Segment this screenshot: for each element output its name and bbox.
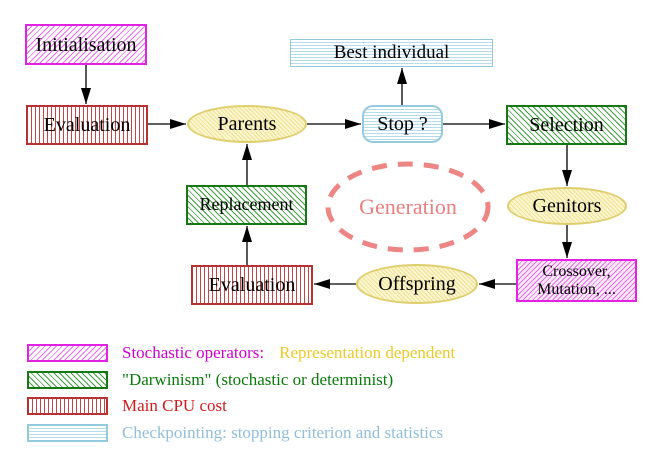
legend-row-stochastic: Stochastic operators: Representation dep… <box>27 343 456 362</box>
node-initialisation: Initialisation <box>25 24 147 65</box>
node-evaluation-bottom-label: Evaluation <box>208 274 296 296</box>
node-genitors-label: Genitors <box>532 195 602 217</box>
legend-swatch-red-stripes <box>27 397 108 415</box>
node-stop: Stop ? <box>362 105 443 143</box>
node-crossover-line2: Mutation, ... <box>537 280 616 298</box>
legend: Stochastic operators: Representation dep… <box>27 343 456 450</box>
legend-row-checkpointing: Checkpointing: stopping criterion and st… <box>27 422 455 442</box>
legend-label-representation-dependent: Representation dependent <box>279 343 456 362</box>
node-stop-label: Stop ? <box>377 113 428 135</box>
node-parents-label: Parents <box>217 113 277 135</box>
node-replacement: Replacement <box>186 185 307 225</box>
node-replacement-label: Replacement <box>199 194 294 215</box>
node-offspring: Offspring <box>356 264 478 304</box>
node-evaluation-bottom: Evaluation <box>191 265 313 305</box>
generation-cycle-label: Generation <box>359 194 457 219</box>
legend-label-checkpointing: Checkpointing: stopping criterion and st… <box>122 422 444 442</box>
legend-swatch-cyan-stripes <box>27 423 108 442</box>
node-initialisation-label: Initialisation <box>35 33 137 56</box>
node-best-individual: Best individual <box>290 39 493 67</box>
legend-row-cpu-cost: Main CPU cost <box>27 396 455 415</box>
node-evaluation-top: Evaluation <box>26 105 148 145</box>
node-crossover-mutation: Crossover, Mutation, ... <box>516 259 637 302</box>
legend-label-cpu-cost: Main CPU cost <box>122 396 227 415</box>
node-crossover-line1: Crossover, <box>542 262 611 280</box>
node-selection-label: Selection <box>529 114 604 136</box>
legend-label-darwinism: "Darwinism" (stochastic or determinist) <box>122 369 394 389</box>
node-best-individual-label: Best individual <box>333 41 450 63</box>
node-evaluation-top-label: Evaluation <box>43 114 131 136</box>
node-selection: Selection <box>506 105 627 145</box>
node-genitors: Genitors <box>507 187 627 225</box>
legend-swatch-green-hatch <box>27 370 108 389</box>
node-parents: Parents <box>187 105 307 143</box>
legend-swatch-magenta-hatch <box>27 344 108 362</box>
legend-row-darwinism: "Darwinism" (stochastic or determinist) <box>27 369 455 389</box>
node-offspring-label: Offspring <box>378 273 456 295</box>
legend-label-stochastic-operators: Stochastic operators: <box>122 343 265 362</box>
